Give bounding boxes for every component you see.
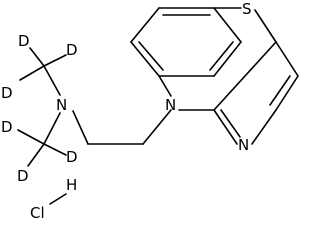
sulfur-atom: S xyxy=(242,0,252,18)
amine-nitrogen-atom: N xyxy=(56,96,67,114)
molecule-structure: S N N N D D D D D D Cl H xyxy=(1,0,299,222)
bond-lines xyxy=(17,7,299,205)
deuterium-atom: D xyxy=(18,32,30,50)
deuterium-atom: D xyxy=(1,84,13,102)
deuterium-atom: D xyxy=(66,148,78,166)
deuterium-atom: D xyxy=(1,118,13,136)
pyridine-nitrogen-atom: N xyxy=(238,136,249,154)
deuterium-atom: D xyxy=(66,41,78,59)
hydrogen-atom: H xyxy=(66,176,77,194)
chlorine-atom: Cl xyxy=(30,204,45,222)
deuterium-atom: D xyxy=(17,167,29,185)
atom-labels: S N N N D D D D D D Cl H xyxy=(1,0,252,222)
ring-nitrogen-atom: N xyxy=(165,96,176,114)
